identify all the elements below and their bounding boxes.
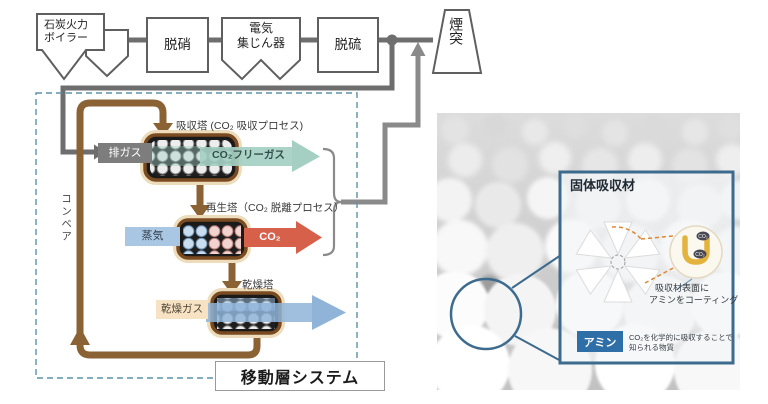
co2-arrow	[244, 221, 322, 254]
exhaust-gas-label: 排ガス	[98, 143, 152, 163]
absorber-to-regenerator-arrowhead	[190, 205, 210, 219]
esp-box	[221, 17, 301, 81]
dryer-label: 乾燥塔	[242, 279, 274, 291]
dry-gas-label: 乾燥ガス	[156, 300, 208, 319]
pipe-junction-dot	[386, 34, 398, 46]
sorbent-photo: CO₂ CO₂	[437, 113, 740, 390]
amine-coating-microview: CO₂ CO₂	[669, 225, 723, 279]
co2-molecule-top	[696, 231, 710, 241]
particle-center-dashed-circle	[610, 254, 626, 270]
steam-arrow	[125, 227, 180, 246]
stack-shape	[431, 9, 483, 74]
outputs-brace	[322, 147, 342, 257]
zoom-dashed-line-top	[640, 235, 674, 240]
boiler-shape	[36, 13, 105, 81]
esp-label-line2: 集じん器	[236, 36, 285, 50]
return-gas-arrowhead	[410, 42, 426, 56]
moving-bed-dashed-border	[35, 92, 358, 379]
denox-box	[146, 17, 209, 73]
regenerator-vessel	[173, 215, 251, 263]
desulfurizer-label: 脱硫	[334, 37, 362, 52]
amine-definition-line1: CO₂を化学的に吸収することで	[629, 333, 733, 342]
magnifier-line-bottom	[514, 335, 562, 362]
sorbent-particle-cross-section	[575, 221, 661, 303]
conveyor-label: コンベア	[60, 193, 73, 243]
exhaust-gas-pipe	[60, 43, 395, 155]
coating-note-line2: アミンをコーティング	[649, 295, 739, 305]
conveyor-up-arrowhead	[70, 327, 90, 345]
zoom-dashed-line-bottom	[644, 265, 678, 284]
co2-free-gas-arrow	[200, 140, 320, 172]
steam-label: 蒸気	[141, 230, 164, 243]
desulfurizer-box	[317, 17, 379, 73]
coating-note-line1: 吸収材表面に	[655, 283, 710, 293]
co2-molecule-label-bottom: CO₂	[695, 252, 705, 258]
magnifier-line-top	[511, 254, 562, 289]
regenerator-label: 再生塔（CO₂ 脱離プロセス）	[206, 202, 345, 214]
boiler-label-line1: 石炭火力	[44, 19, 88, 31]
moving-bed-system-label: 移動層システム	[215, 361, 385, 391]
conveyor-loop-pipe	[76, 99, 261, 359]
solid-sorbent-title: 固体吸収材	[570, 178, 636, 193]
amine-definition-line2: 知られる物質	[629, 343, 674, 352]
esp-label-line1: 電気	[248, 21, 273, 35]
boiler-label-line2: ボイラー	[44, 32, 88, 44]
denox-label: 脱硝	[164, 37, 191, 52]
absorber-label: 吸収塔 (CO₂ 吸収プロセス)	[176, 120, 304, 132]
amine-tag: アミン	[577, 331, 623, 352]
co2-free-gas-label: CO₂フリーガス	[212, 149, 285, 161]
co2-molecule-label-top: CO₂	[698, 234, 708, 240]
co2-molecule-bottom	[693, 249, 707, 259]
stack-label: 煙突	[448, 17, 465, 45]
zoom-dashed-arc	[611, 226, 642, 240]
return-gas-pipe	[341, 54, 421, 205]
co2-label: CO₂	[259, 231, 281, 244]
magnifier-circle	[449, 277, 523, 351]
coating-pore	[682, 235, 710, 265]
dry-gas-arrow	[206, 295, 346, 330]
coating-note-leader-line	[675, 278, 693, 291]
